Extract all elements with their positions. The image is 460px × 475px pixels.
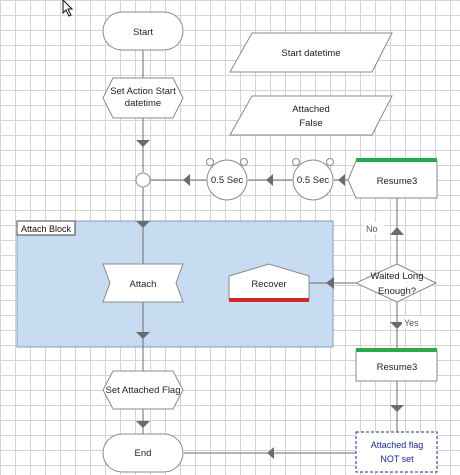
- link-label-yes: Yes: [404, 318, 419, 328]
- stage-wait-left[interactable]: 0.5 Sec: [206, 158, 248, 201]
- stage-attach[interactable]: Attach: [102, 263, 184, 303]
- stage-attach-label: Attach: [130, 279, 157, 290]
- resume-bottom-status-bar: [356, 348, 437, 352]
- stage-end-label: End: [135, 448, 152, 459]
- stage-resume-bottom-label: Resume3: [377, 362, 418, 373]
- attach-block-title-box: [16, 220, 76, 236]
- stage-set-attached-flag-label: Set Attached Flag: [106, 385, 181, 396]
- stage-attached-false-line2: False: [299, 118, 322, 129]
- label-no-bg: [364, 222, 384, 234]
- stage-waited-long-line2: Enough?: [378, 286, 416, 297]
- stage-set-attached-flag[interactable]: Set Attached Flag: [102, 370, 184, 410]
- stage-set-action-start-line1: Set Action Start: [110, 86, 176, 97]
- attach-block-title: Attach Block: [21, 224, 72, 234]
- stage-note[interactable]: Attached flag NOT set: [355, 431, 438, 473]
- stage-waited-long-line1: Waited Long: [371, 271, 424, 282]
- stage-recover-label: Recover: [251, 279, 286, 290]
- stage-set-action-start-line2: datetime: [125, 98, 161, 109]
- recover-status-bar: [229, 298, 309, 302]
- stage-start-label: Start: [133, 27, 153, 38]
- link-label-no: No: [366, 224, 378, 234]
- resume-top-status-bar: [356, 158, 437, 162]
- stage-note-line1: Attached flag: [371, 440, 424, 450]
- stage-set-action-start[interactable]: Set Action Start datetime: [102, 77, 184, 119]
- stage-attached-false[interactable]: Attached False: [229, 95, 393, 136]
- stage-start[interactable]: Start: [102, 11, 184, 51]
- stage-start-datetime[interactable]: Start datetime: [229, 32, 393, 73]
- stage-end[interactable]: End: [102, 433, 184, 473]
- stage-wait-right[interactable]: 0.5 Sec: [292, 158, 334, 201]
- stage-waited-long-decision[interactable]: Waited Long Enough?: [354, 263, 438, 303]
- stage-note-line2: NOT set: [380, 454, 414, 464]
- label-yes-bg: [402, 316, 424, 328]
- stage-resume-bottom[interactable]: Resume3: [355, 348, 438, 382]
- stage-wait-left-label: 0.5 Sec: [211, 175, 243, 186]
- stage-start-datetime-label: Start datetime: [281, 48, 340, 59]
- stage-wait-right-label: 0.5 Sec: [297, 175, 329, 186]
- stage-attached-false-line1: Attached: [292, 104, 330, 115]
- stage-resume-top[interactable]: Resume3: [347, 158, 438, 199]
- arrowheads: [136, 78, 404, 459]
- stage-recover[interactable]: Recover: [228, 263, 310, 302]
- mouse-cursor-icon: [62, 0, 74, 17]
- junction-anchor[interactable]: [135, 172, 151, 188]
- stage-resume-top-label: Resume3: [377, 176, 418, 187]
